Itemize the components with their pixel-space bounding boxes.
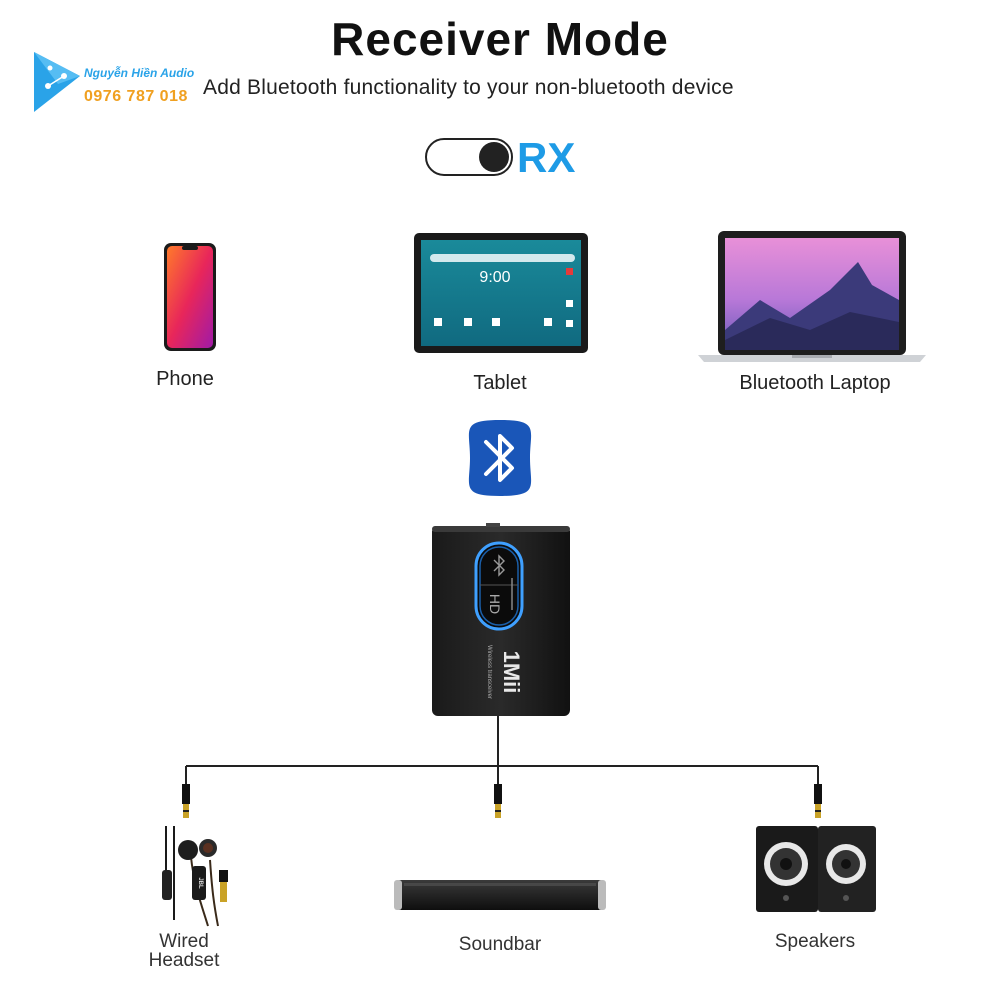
laptop-icon: [698, 231, 926, 362]
brand-phone: 0976 787 018: [84, 88, 188, 105]
jack-plug-right: [814, 784, 822, 818]
toggle-knob: [479, 142, 509, 172]
device-hd-label: HD: [487, 594, 503, 614]
speakers-icon: [756, 826, 876, 912]
page-subtitle: Add Bluetooth functionality to your non-…: [203, 76, 734, 99]
headset-label: Wired Headset: [124, 932, 244, 970]
device-sub-text: Wireless transceiver: [486, 645, 492, 699]
tablet-clock: 9:00: [479, 269, 510, 286]
headset-icon: [162, 826, 228, 927]
jack-plug-left: [182, 784, 190, 818]
soundbar-label-line1: Soundbar: [458, 934, 542, 955]
soundbar-label: Soundbar: [440, 935, 560, 954]
headset-brand-mark: JBL: [197, 877, 203, 889]
tablet-label: Tablet: [473, 372, 527, 394]
device-brand-text: 1Mii: [499, 651, 524, 694]
tablet-icon: [414, 233, 588, 353]
speakers-label: Speakers: [755, 932, 875, 951]
laptop-label: Bluetooth Laptop: [739, 372, 891, 394]
headset-label-line2: Headset: [148, 950, 220, 971]
soundbar-icon: [394, 880, 606, 910]
bluetooth-icon: [468, 420, 532, 496]
jack-plug-center: [494, 784, 502, 818]
headset-label-line1: Wired: [159, 931, 209, 952]
mode-toggle[interactable]: [425, 138, 513, 176]
audio-cables: [185, 716, 819, 786]
page-title: Receiver Mode: [331, 13, 669, 65]
phone-label: Phone: [156, 368, 214, 390]
brand-name: Nguyễn Hiền Audio: [84, 66, 195, 80]
speakers-label-line1: Speakers: [774, 931, 856, 952]
receiver-device: [432, 523, 570, 716]
mode-label: RX: [517, 134, 576, 181]
phone-icon: [164, 243, 216, 351]
